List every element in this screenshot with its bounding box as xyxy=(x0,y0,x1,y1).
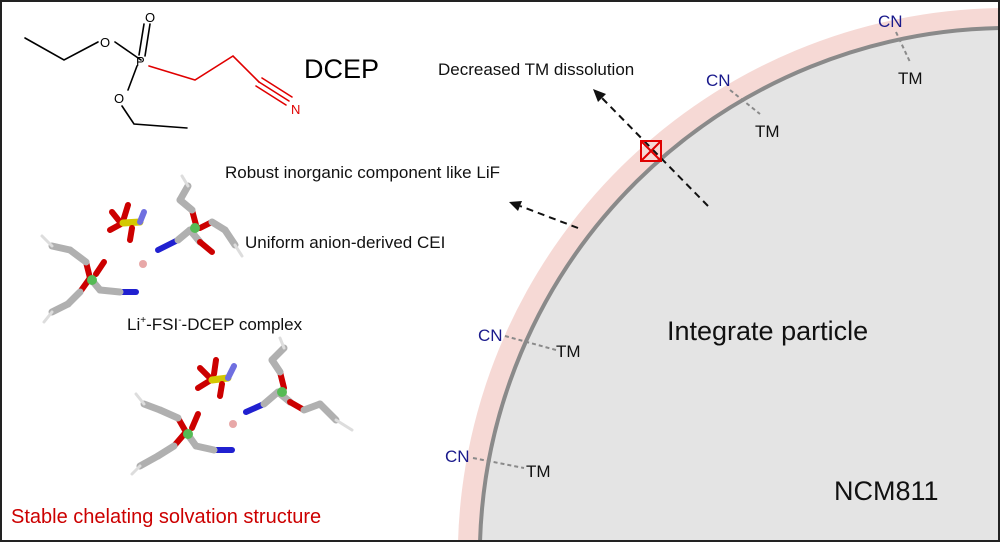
complex-model-lower xyxy=(130,336,354,476)
arrow-inorganic-head xyxy=(509,201,522,211)
tm-label: TM xyxy=(526,462,551,481)
atom-n: N xyxy=(291,102,300,117)
cn-label: CN xyxy=(706,71,731,90)
complex-label-dcep: -DCEP complex xyxy=(182,315,303,334)
ethoxy-bonds xyxy=(24,23,188,129)
solvation-caption: Stable chelating solvation structure xyxy=(11,506,321,528)
label-robust-inorganic: Robust inorganic component like LiF xyxy=(225,163,500,182)
cn-label: CN xyxy=(478,326,503,345)
complex-label-li: Li xyxy=(127,315,140,334)
binding-site-4: CN TM xyxy=(445,447,551,481)
binding-site-3: CN TM xyxy=(478,326,581,361)
cn-label: CN xyxy=(878,12,903,31)
tm-label: TM xyxy=(556,342,581,361)
li-ion-lower xyxy=(229,420,237,428)
label-decreased-tm-dissolution: Decreased TM dissolution xyxy=(438,60,634,79)
particle-label: Integrate particle xyxy=(667,316,868,346)
dcep-structure: O O P O N DCEP xyxy=(24,10,379,129)
binding-site-2: CN TM xyxy=(706,71,780,141)
binding-site-1: CN TM xyxy=(878,12,923,88)
arrow-inorganic xyxy=(519,205,579,229)
fsi-anion-lower xyxy=(195,357,237,399)
atom-o-lower: O xyxy=(114,91,124,106)
molecule-name: DCEP xyxy=(304,54,379,84)
li-ion-upper xyxy=(139,260,147,268)
atom-o-upper: O xyxy=(100,35,110,50)
particle-surface xyxy=(478,26,1000,542)
fsi-anion-upper xyxy=(107,202,147,243)
complex-label-li-sup: + xyxy=(140,315,146,326)
complex-label: Li+-FSI--DCEP complex xyxy=(127,315,303,334)
dcep-ligand-lower-left xyxy=(130,392,235,476)
arrow-dissolution xyxy=(600,96,709,207)
arrow-dissolution-head xyxy=(593,89,606,102)
tm-label: TM xyxy=(755,122,780,141)
blocked-site-marker xyxy=(640,140,662,162)
complex-model-upper xyxy=(40,174,244,324)
complex-label-fsi-sup: - xyxy=(178,315,181,326)
annotation-arrows xyxy=(509,89,709,229)
dcep-ligand-upper-left xyxy=(40,234,139,324)
dcep-ligand-lower-right xyxy=(243,336,354,432)
tm-label: TM xyxy=(898,69,923,88)
ncm811-particle xyxy=(458,8,1000,542)
atom-p: P xyxy=(136,54,145,69)
label-uniform-cei: Uniform anion-derived CEI xyxy=(245,233,445,252)
particle-core xyxy=(480,28,1000,542)
atom-o-double: O xyxy=(145,10,155,25)
complex-label-fsi: -FSI xyxy=(146,315,178,334)
material-label: NCM811 xyxy=(834,476,939,506)
cn-label: CN xyxy=(445,447,470,466)
dcep-ligand-upper-right xyxy=(155,174,244,258)
cyanoethyl-bonds xyxy=(148,54,293,106)
